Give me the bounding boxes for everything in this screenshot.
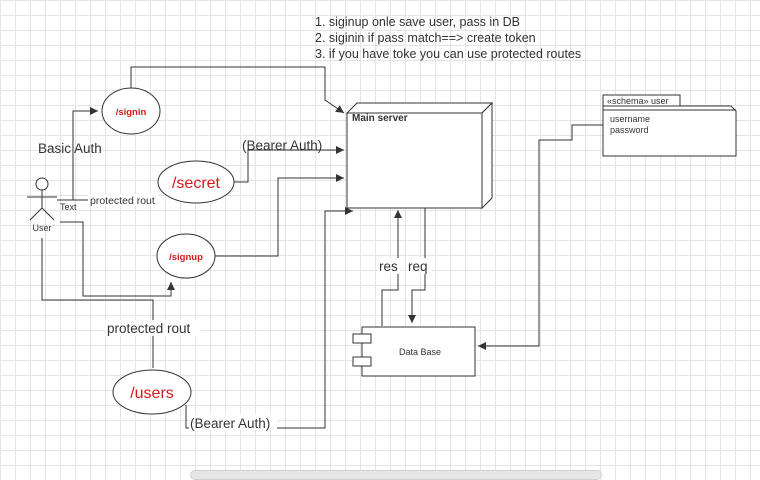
edge-db-server-res xyxy=(381,210,402,326)
edge-user-signin xyxy=(72,107,98,200)
label-req: req xyxy=(408,259,428,274)
label-bg xyxy=(105,320,201,336)
label-bearer-auth-secret: (Bearer Auth) xyxy=(242,138,322,153)
horizontal-scrollbar[interactable] xyxy=(190,470,602,480)
route-secret-label: /secret xyxy=(172,175,221,192)
route-users[interactable]: /users xyxy=(112,369,192,415)
route-signin[interactable]: /signin xyxy=(101,87,161,135)
label-bearer-auth-users: (Bearer Auth) xyxy=(190,416,270,431)
actor-name: User xyxy=(32,223,51,233)
label-bg xyxy=(88,194,158,206)
label-protected-rout-users: protected rout xyxy=(107,321,191,336)
note-3: 3. if you have toke you can use protecte… xyxy=(315,47,581,61)
schema-field-password: password xyxy=(610,125,649,135)
schema-user-node[interactable]: «schema» user username password xyxy=(602,94,737,157)
edge-schema-db xyxy=(478,124,603,350)
route-secret[interactable]: /secret xyxy=(157,160,235,204)
route-signup[interactable]: /signup xyxy=(156,233,216,279)
label-bg xyxy=(378,258,400,274)
note-2: 2. siginin if pass match==> create token xyxy=(315,31,536,45)
note-1: 1. siginup onle save user, pass in DB xyxy=(315,15,520,29)
schema-field-username: username xyxy=(610,114,650,124)
edge-signin-server xyxy=(130,66,345,114)
main-server-label: Main server xyxy=(352,113,408,124)
edge-users-server xyxy=(185,207,353,429)
route-signup-label: /signup xyxy=(169,252,203,263)
label-basic-auth: Basic Auth xyxy=(38,141,102,156)
database-label: Data Base xyxy=(399,347,441,357)
route-users-label: /users xyxy=(130,385,174,402)
edge-user-signup xyxy=(60,221,175,297)
edge-server-db-req xyxy=(408,208,426,323)
label-bg xyxy=(189,414,277,430)
main-server-node[interactable]: Main server xyxy=(345,101,494,210)
label-protected-rout-secret: protected rout xyxy=(90,195,155,207)
edge-signup-server xyxy=(215,174,344,257)
label-res: res xyxy=(379,259,398,274)
schema-title: «schema» user xyxy=(607,96,669,106)
route-signin-label: /signin xyxy=(116,107,147,118)
database-node[interactable]: Data Base xyxy=(352,326,476,377)
user-actor[interactable]: User Text xyxy=(27,177,77,233)
edge-secret-server xyxy=(234,146,344,183)
actor-text: Text xyxy=(60,202,77,212)
label-bg xyxy=(407,258,432,274)
edge-user-users xyxy=(41,238,154,368)
